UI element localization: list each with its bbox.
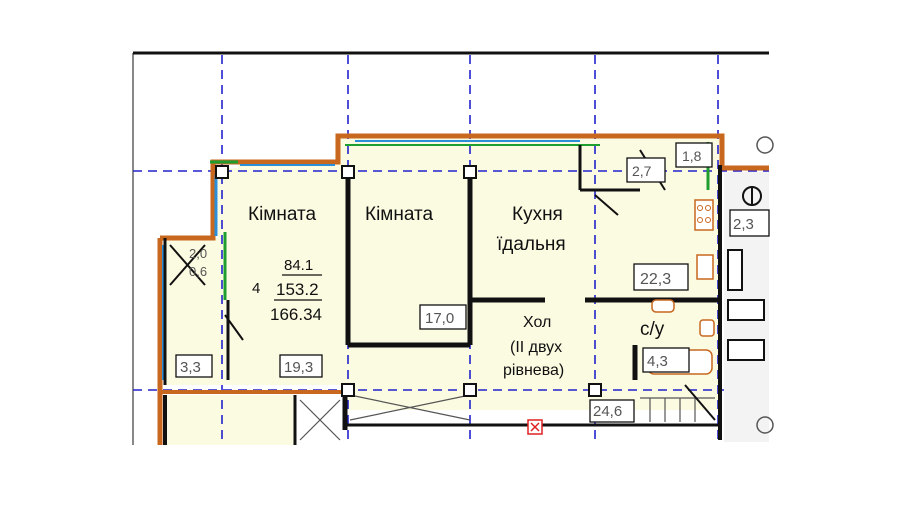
room-name-kitchen-line2: їдальня bbox=[496, 234, 566, 255]
column bbox=[463, 165, 477, 179]
lower-room-floor bbox=[165, 395, 295, 445]
door-swing bbox=[224, 314, 244, 341]
apartment-number: 4 bbox=[252, 280, 260, 297]
void-line bbox=[299, 399, 341, 441]
stove-fixture bbox=[694, 199, 714, 231]
door-swing bbox=[169, 244, 206, 286]
washbasin-fixture bbox=[699, 319, 715, 337]
total-area-with-balcony-value: 166.34 bbox=[270, 305, 322, 324]
outer-wall bbox=[160, 133, 725, 241]
area-room2: 17,0 bbox=[425, 310, 454, 327]
marker-cross bbox=[530, 422, 540, 432]
stove-burner bbox=[697, 217, 703, 223]
area-box-hall bbox=[589, 399, 635, 423]
area-storage-b: 0,6 bbox=[189, 264, 207, 279]
area-box-kitchen bbox=[633, 263, 689, 291]
sink-fixture bbox=[696, 254, 714, 280]
area-box-neighbor bbox=[729, 209, 770, 237]
area-bathroom: 4,3 bbox=[647, 353, 668, 370]
neighbor-fixture bbox=[727, 249, 743, 291]
room-name-room1: Кімната bbox=[248, 204, 316, 225]
room-fills bbox=[165, 138, 720, 445]
axis-marker bbox=[756, 416, 774, 434]
room-name-kitchen-line1: Кухня bbox=[512, 204, 563, 225]
stove-burner bbox=[705, 205, 711, 211]
area-box-closet-a bbox=[626, 157, 666, 183]
outer-walls bbox=[157, 133, 769, 445]
total-area-value: 153.2 bbox=[276, 280, 319, 299]
area-neighbor: 2,3 bbox=[733, 216, 754, 233]
column bbox=[463, 383, 477, 397]
room-name-bathroom: с/у bbox=[640, 319, 665, 340]
neighbor-fixture bbox=[727, 339, 765, 361]
area-hall: 24,6 bbox=[593, 403, 622, 420]
columns bbox=[215, 165, 602, 397]
door-swing bbox=[594, 194, 619, 216]
void-markings bbox=[299, 384, 716, 441]
apartment-floor bbox=[165, 138, 720, 410]
stair-arrow bbox=[684, 384, 716, 421]
axis-marker bbox=[756, 136, 774, 154]
area-boxes bbox=[175, 142, 770, 423]
room-name-hall-line2: (ІІ двух bbox=[510, 339, 562, 356]
neighbor-strip bbox=[724, 136, 774, 442]
room-name-room2: Кімната bbox=[365, 204, 433, 225]
stove-burner bbox=[697, 205, 703, 211]
area-closet-a: 2,7 bbox=[632, 163, 652, 179]
doors bbox=[169, 149, 666, 341]
toilet-fixture bbox=[651, 299, 675, 313]
area-storage-a: 2,0 bbox=[189, 246, 207, 261]
living-area-value: 84.1 bbox=[284, 257, 313, 274]
area-box-loggia bbox=[175, 354, 213, 378]
area-box-closet-b bbox=[675, 142, 713, 168]
column bbox=[588, 383, 602, 397]
area-box-bathroom bbox=[642, 347, 690, 373]
column bbox=[341, 383, 355, 397]
area-box-room2 bbox=[419, 304, 467, 330]
void-line bbox=[349, 394, 471, 421]
column bbox=[215, 165, 229, 179]
column bbox=[341, 165, 355, 179]
room-name-hall-line3: рівнева) bbox=[503, 362, 564, 379]
inner-walls bbox=[163, 145, 722, 445]
area-kitchen: 22,3 bbox=[640, 271, 671, 288]
room-name-hall-line1: Хол bbox=[523, 314, 551, 331]
neighbor-fixture bbox=[727, 299, 765, 321]
area-box-room1 bbox=[279, 354, 323, 378]
area-loggia: 3,3 bbox=[180, 359, 201, 376]
area-room1: 19,3 bbox=[284, 359, 313, 376]
area-closet-b: 1,8 bbox=[682, 148, 702, 164]
stove-burner bbox=[705, 217, 711, 223]
